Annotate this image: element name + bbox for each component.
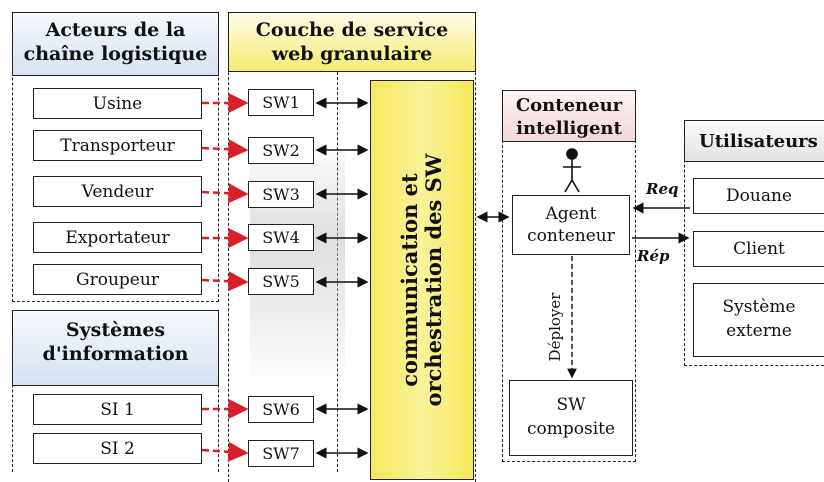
- actor-vendeur: Vendeur: [33, 176, 202, 207]
- sw7: SW7: [248, 440, 314, 467]
- rep-label: Rép: [637, 247, 670, 265]
- orchestration-label: communication et orchestration des SW: [396, 153, 446, 407]
- user-client: Client: [693, 231, 824, 267]
- actor-exportateur: Exportateur: [33, 222, 202, 253]
- actor-groupeur: Groupeur: [33, 264, 202, 295]
- systemes-header: Systèmes d'information: [12, 310, 219, 386]
- conteneur-header: Conteneur intelligent: [502, 90, 636, 142]
- req-label: Req: [646, 180, 679, 198]
- actor-usine: Usine: [33, 88, 202, 119]
- sw2: SW2: [248, 137, 314, 164]
- sw1: SW1: [248, 89, 314, 116]
- sw-composite: SW composite: [509, 380, 633, 456]
- sw5: SW5: [248, 268, 314, 295]
- user-systeme-externe: Système externe: [693, 283, 824, 357]
- acteurs-header: Acteurs de la chaîne logistique: [12, 12, 219, 76]
- couche-header: Couche de service web granulaire: [228, 12, 476, 72]
- agent-conteneur: Agent conteneur: [512, 195, 630, 255]
- deploy-label: Déployer: [546, 292, 564, 362]
- si-1: SI 1: [33, 394, 202, 425]
- utilisateurs-header: Utilisateurs: [684, 120, 824, 162]
- si-2: SI 2: [33, 433, 202, 464]
- actor-transporteur: Transporteur: [33, 130, 202, 161]
- sw3: SW3: [248, 181, 314, 208]
- user-douane: Douane: [693, 178, 824, 214]
- sw6: SW6: [248, 396, 314, 423]
- orchestration-box: communication et orchestration des SW: [370, 80, 474, 480]
- couche-shadow: [250, 140, 345, 390]
- sw4: SW4: [248, 224, 314, 251]
